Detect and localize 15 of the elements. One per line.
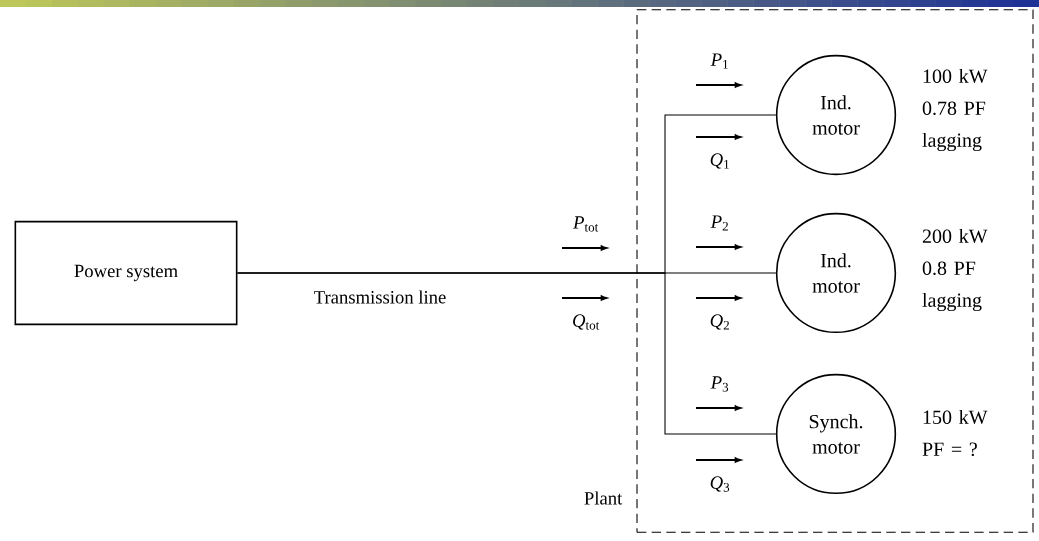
rating-text: 100 kW 0.78 PF lagging [922, 68, 988, 152]
transmission-line [236, 272, 777, 435]
rating-text: 200 kW 0.8 PF lagging [922, 228, 988, 312]
flow-label: Q$_{1}$ [710, 153, 729, 169]
flow-label: Q$_{2}$ [710, 314, 729, 330]
edge-label: Transmission line [314, 290, 446, 304]
flow-label: Q$_{3}$ [710, 476, 730, 492]
flow-label: P$_{2}$ [710, 215, 728, 231]
flow-label: P$_{1}$ [710, 53, 728, 69]
flow-label: P$_{3}$ [710, 376, 729, 392]
node-label: Plant [584, 491, 623, 505]
process-box: Power system [14, 220, 238, 326]
rating-text: 150 kW PF = ? [922, 409, 988, 457]
flow-label: Q$_{tot}$ [573, 314, 600, 330]
flow-label: P$_{tot}$ [572, 216, 599, 232]
